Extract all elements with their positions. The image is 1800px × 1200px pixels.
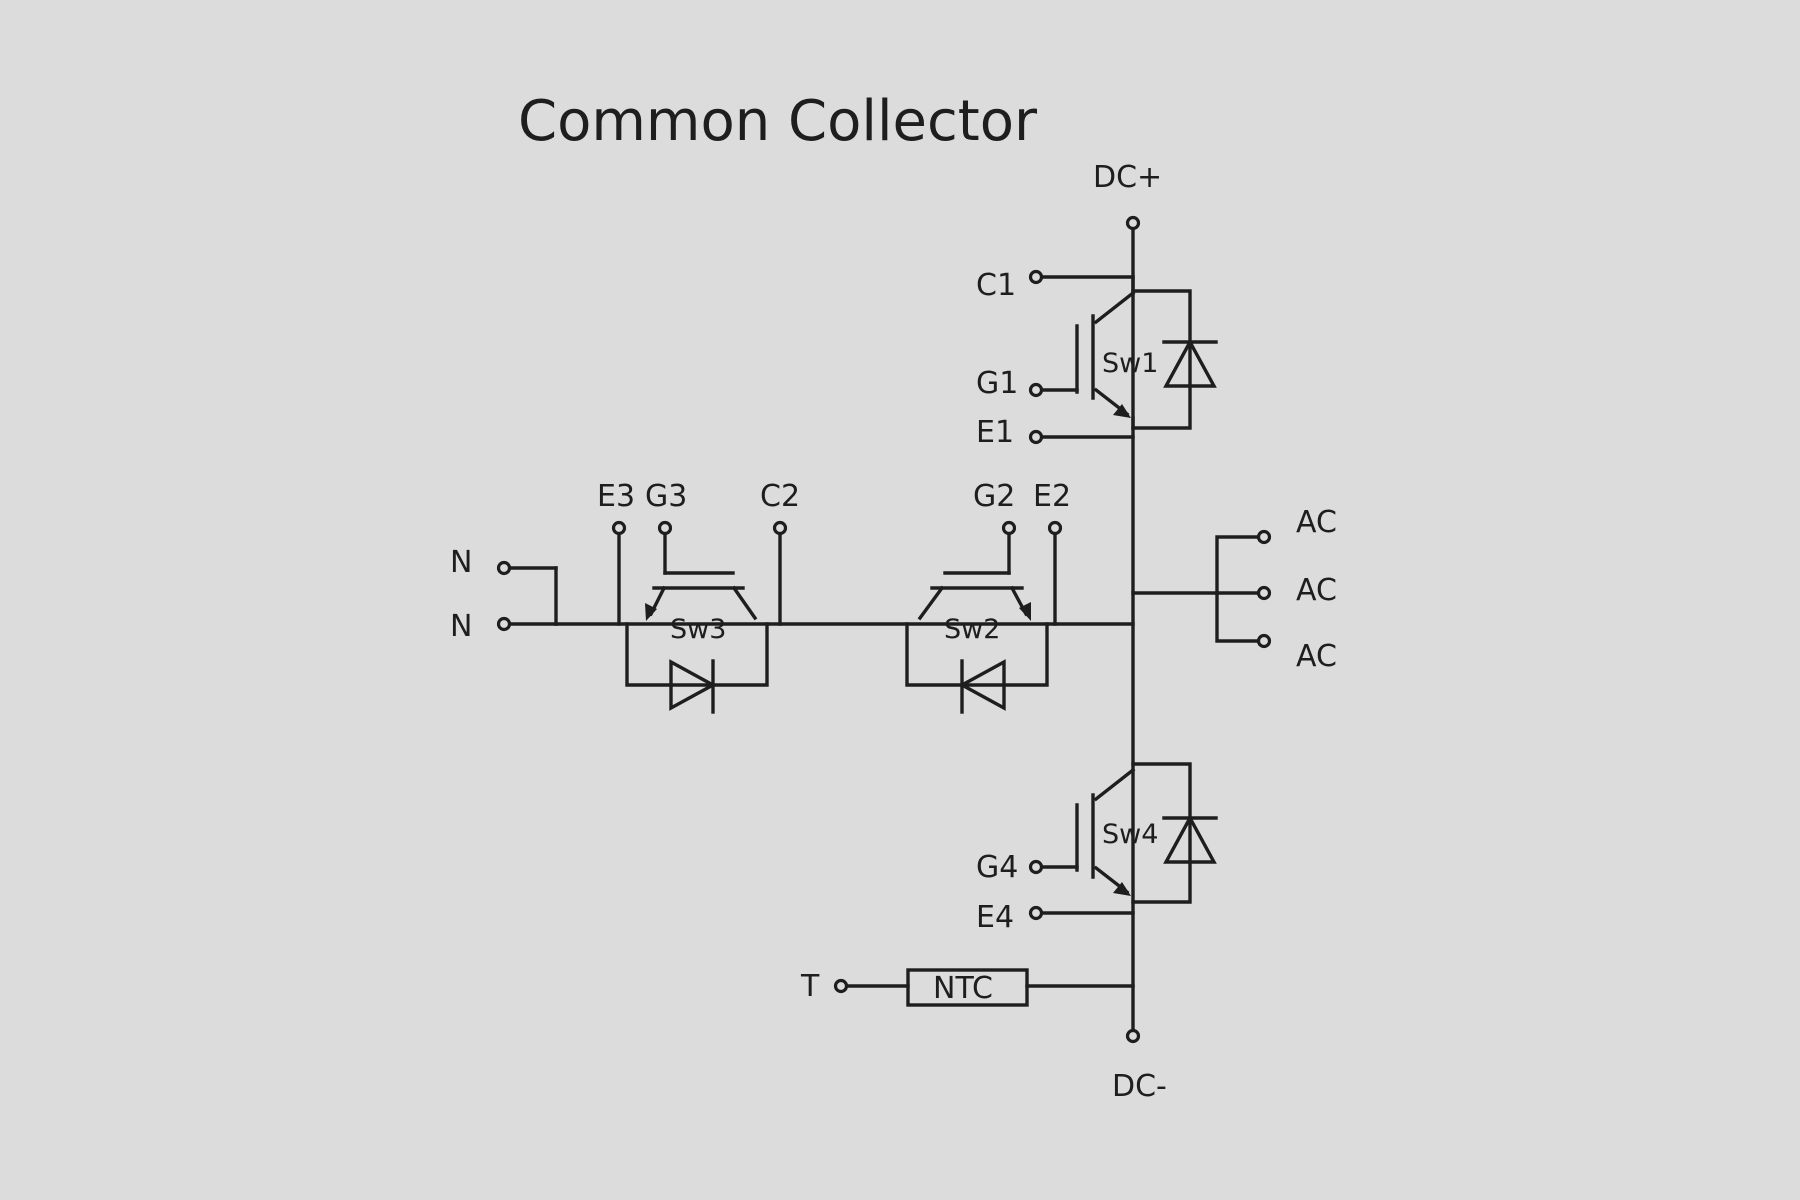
switch-sw1 [1028,269,1218,445]
sw2-label: Sw2 [944,614,1000,645]
ntc-label: NTC [933,971,993,1006]
ntc-thermistor [833,968,1135,1007]
e4-label: E4 [976,900,1014,935]
g2-label: G2 [973,479,1015,514]
t-label: T [800,969,820,1004]
ac1-label: AC [1296,505,1337,540]
sw3-label: Sw3 [670,614,726,645]
dc-minus-label: DC- [1112,1069,1167,1104]
n1-label: N [450,545,472,580]
ac2-label: AC [1296,573,1337,608]
c1-label: C1 [976,268,1016,303]
e1-label: E1 [976,415,1014,450]
ac-terminals [1131,529,1272,649]
sw1-label: Sw1 [1102,348,1158,379]
e2-label: E2 [1033,479,1071,514]
n-terminals [496,560,558,632]
dc-plus-terminal [1125,215,1141,231]
g1-label: G1 [976,366,1018,401]
dc-minus-terminal [1125,1028,1141,1044]
e3-label: E3 [597,479,635,514]
g3-label: G3 [645,479,687,514]
n2-label: N [450,609,472,644]
diagram-title: Common Collector [518,89,1038,154]
g4-label: G4 [976,850,1018,885]
dc-plus-label: DC+ [1093,160,1162,195]
switch-sw3 [611,520,788,714]
ac3-label: AC [1296,639,1337,674]
switch-sw2 [905,520,1063,714]
sw4-label: Sw4 [1102,819,1158,850]
c2-label: C2 [760,479,800,514]
switch-sw4 [1028,762,1218,921]
